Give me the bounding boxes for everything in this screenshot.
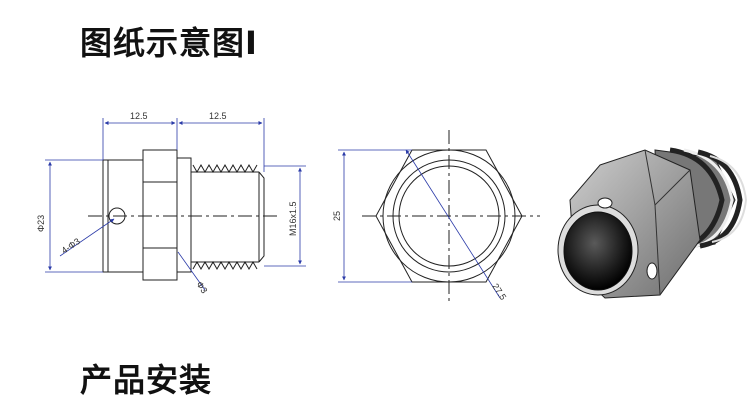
dim-across-corners: 27.5: [490, 282, 508, 302]
hex-body: [142, 149, 178, 281]
front-dimensions: [338, 149, 501, 299]
dim-length-thread: 12.5: [209, 111, 227, 121]
dim-diameter: Φ23: [36, 215, 46, 232]
thread: [191, 163, 265, 271]
dim-length-head: 12.5: [130, 111, 148, 121]
section-title: 产品安装: [80, 361, 213, 399]
front-view: [362, 130, 540, 302]
render-hole-top: [597, 197, 613, 209]
dim-vent-hole: Φ3: [194, 280, 209, 296]
render-face: [563, 211, 633, 291]
side-dimensions: [45, 118, 306, 291]
dim-thread: M16x1.5: [288, 201, 298, 236]
side-view: [88, 149, 280, 281]
neck: [176, 157, 192, 273]
page-title: 图纸示意图I: [80, 24, 258, 62]
product-render: [557, 147, 748, 299]
dim-holes: 4-Φ3: [60, 236, 82, 256]
render-hole-side: [646, 262, 658, 280]
dim-height: 25: [332, 211, 342, 221]
